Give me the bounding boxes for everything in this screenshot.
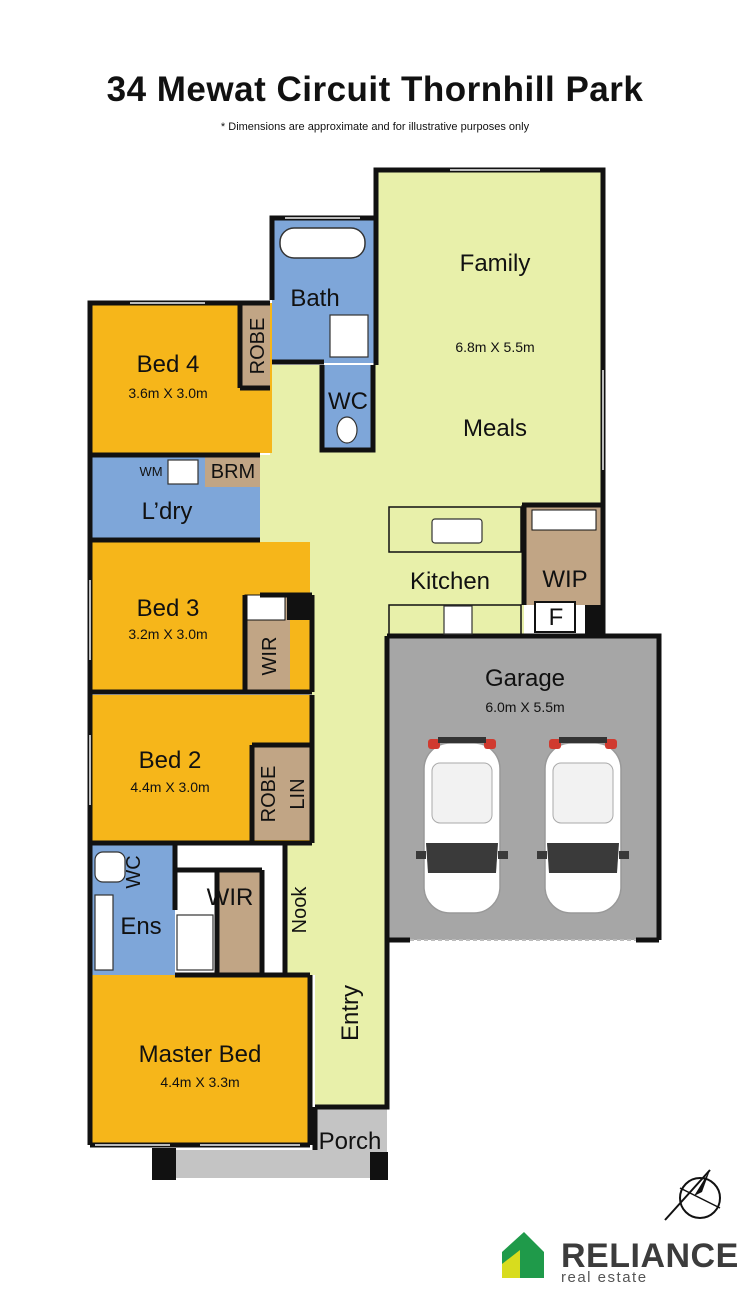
windows <box>89 169 636 1146</box>
meals-label: Meals <box>463 415 527 442</box>
kitchen-label: Kitchen <box>410 568 490 595</box>
toilet-icon <box>336 416 358 444</box>
porch-label: Porch <box>319 1128 382 1155</box>
master-fill <box>90 975 310 1145</box>
porch-post-left <box>152 1148 176 1180</box>
family-label: Family <box>460 250 531 277</box>
car-icon <box>415 736 509 914</box>
room-labels: Family 6.8m X 5.5m Meals Kitchen WIP F G… <box>120 250 587 1155</box>
sink-icon <box>431 518 483 544</box>
lin-label: LIN <box>287 778 309 809</box>
shower-icon <box>329 314 369 358</box>
brm-fill <box>205 457 260 487</box>
brand-subtitle: real estate <box>561 1269 648 1286</box>
bed4-label: Bed 4 <box>137 351 200 378</box>
fridge-label: F <box>549 604 564 631</box>
robe-bed2-fill <box>252 745 283 840</box>
bed3-dims: 3.2m X 3.0m <box>128 626 207 642</box>
porch-fill <box>315 1107 387 1152</box>
bathtub-icon <box>279 227 366 259</box>
garage-label: Garage <box>485 665 565 692</box>
wc-main-label: WC <box>328 388 368 415</box>
brm-label: BRM <box>211 461 255 483</box>
reliance-logo-mark <box>502 1232 544 1278</box>
garage-dims: 6.0m X 5.5m <box>485 699 564 715</box>
plan-title: 34 Mewat Circuit Thornhill Park <box>106 70 644 109</box>
wm-label: WM <box>139 464 162 479</box>
lin-fill <box>283 745 312 840</box>
robe-bed2-label: ROBE <box>258 766 280 823</box>
robe-bed4-label: ROBE <box>247 318 269 375</box>
bath-label: Bath <box>290 285 339 312</box>
bed2-dims: 4.4m X 3.0m <box>130 779 209 795</box>
car-icon <box>536 736 630 914</box>
master-dims: 4.4m X 3.3m <box>160 1074 239 1090</box>
disclaimer-note: * Dimensions are approximate and for ill… <box>220 121 530 133</box>
family-dims: 6.8m X 5.5m <box>455 339 534 355</box>
compass-icon <box>664 1169 721 1221</box>
bed3-label: Bed 3 <box>137 595 200 622</box>
bed2-label: Bed 2 <box>139 747 202 774</box>
robe-bed4-fill <box>240 303 270 388</box>
master-label: Master Bed <box>139 1041 262 1068</box>
nook-label: Nook <box>289 886 311 934</box>
wir-bed3-label: WIR <box>259 637 281 676</box>
wir-master-label: WIR <box>207 884 254 911</box>
wir-master-fill <box>217 870 262 975</box>
ens-label: Ens <box>120 913 161 940</box>
entry-label: Entry <box>337 985 364 1041</box>
brand-name: RELIANCE <box>561 1237 739 1275</box>
bed4-dims: 3.6m X 3.0m <box>128 385 207 401</box>
laundry-label: L’dry <box>142 498 193 525</box>
cooktop-icon <box>443 605 473 635</box>
porch-post-right <box>370 1152 388 1180</box>
wip-label: WIP <box>542 566 587 593</box>
wc-ens-label: WC <box>123 855 145 888</box>
